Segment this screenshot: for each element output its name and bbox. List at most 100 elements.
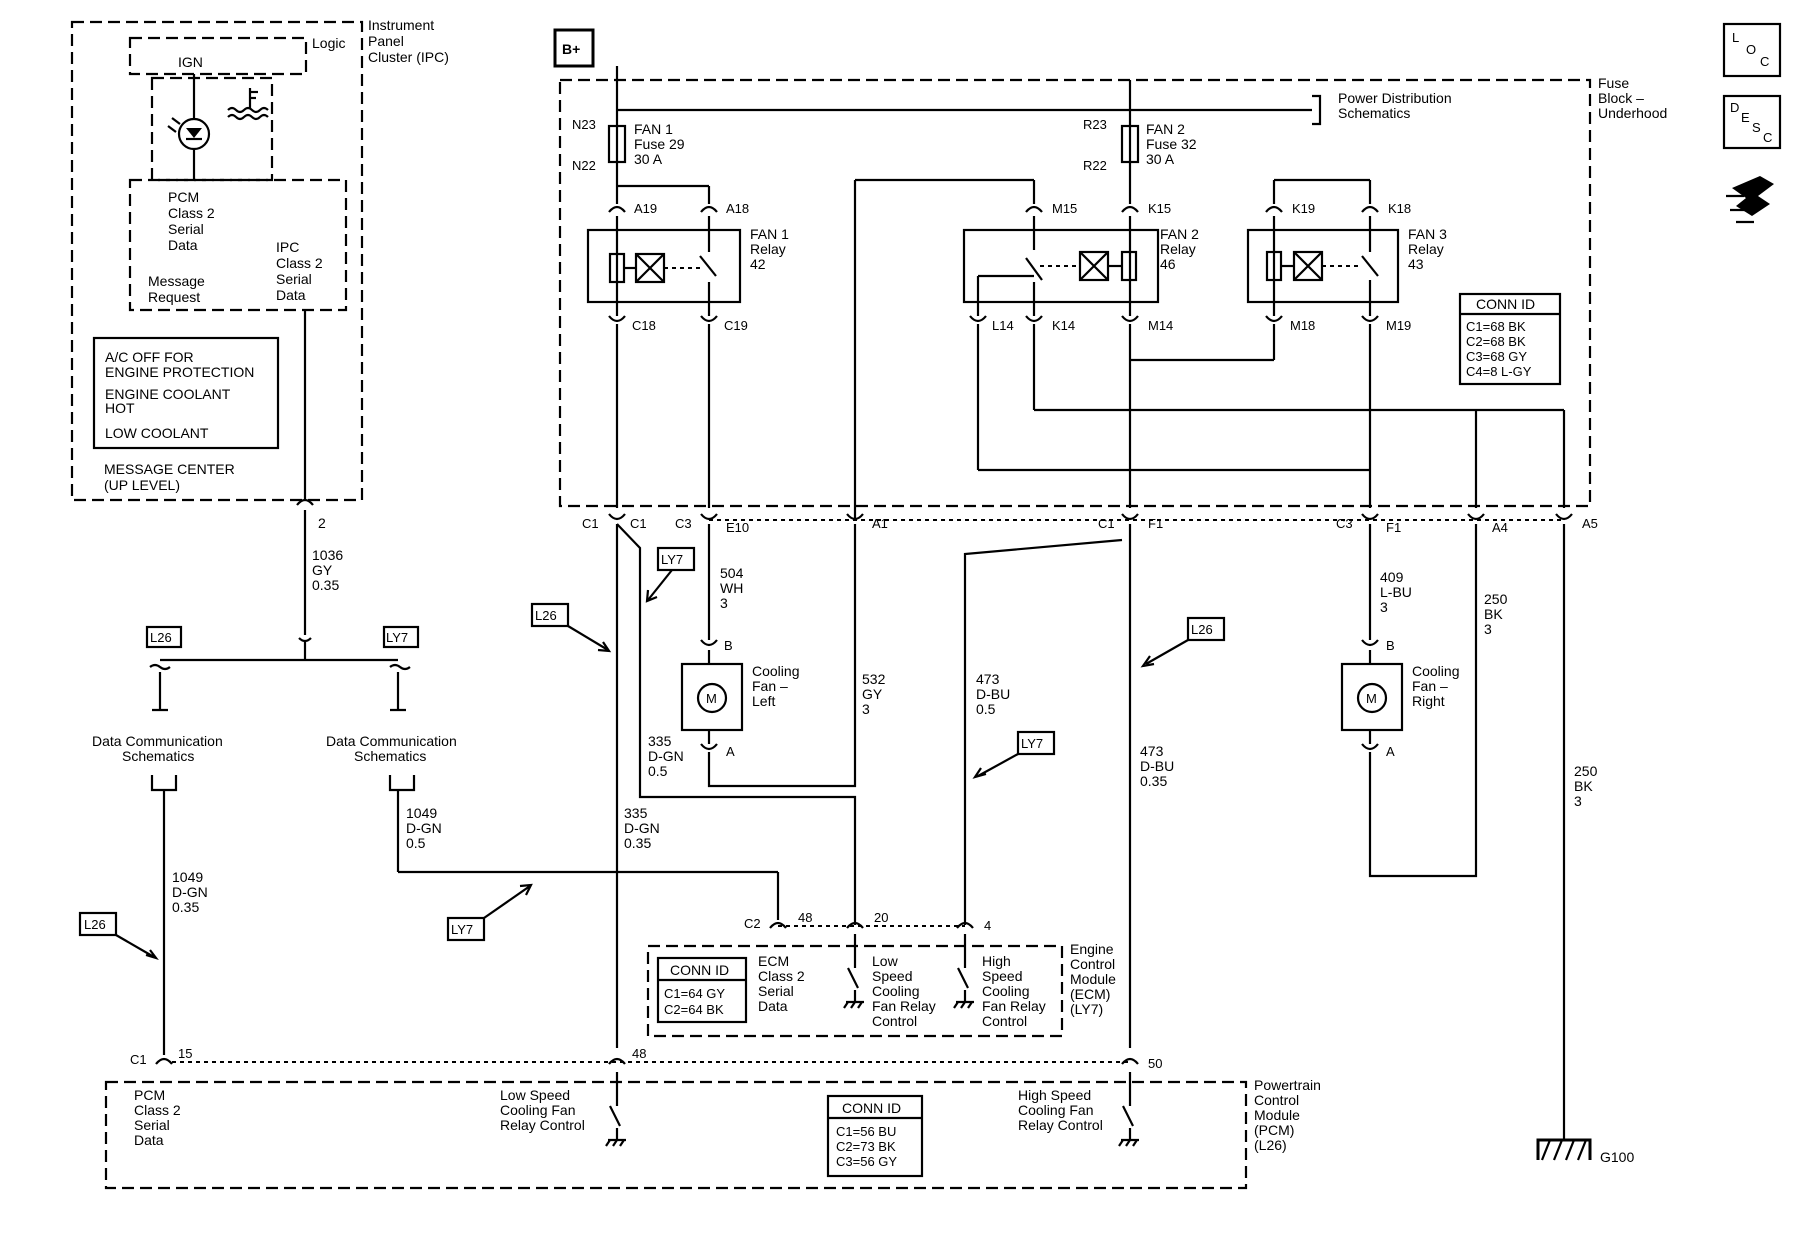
power-dist-1: Power Distribution [1338, 90, 1452, 106]
left-fan-label-3: Left [752, 693, 775, 709]
ipc-serial-4: Data [276, 287, 306, 303]
loc-c: C [1760, 54, 1769, 69]
fuse-block-connectors: C1 C1 C3 E10 A1 C1 F1 C3 F1 A4 A5 [582, 513, 1598, 535]
fuse2-rating: 30 A [1146, 151, 1175, 167]
wire-335a-num: 335 [648, 733, 672, 749]
fuse2-top: R23 [1083, 117, 1107, 132]
wire-1049b-size: 0.35 [172, 899, 199, 915]
pin-ipc-2: 2 [318, 515, 326, 531]
pcm-serial-4: Data [134, 1132, 164, 1148]
data-comm-left-2: Schematics [122, 748, 194, 764]
pcm-label-5: (L26) [1254, 1137, 1287, 1153]
wire-473b-num: 473 [1140, 743, 1164, 759]
desc-d: D [1730, 100, 1739, 115]
fan1-relay-name: FAN 1 [750, 226, 789, 242]
pin-K18: K18 [1388, 201, 1411, 216]
fan2-relay-name: FAN 2 [1160, 226, 1199, 242]
pin-C1-b: C1 [630, 516, 647, 531]
ecm-conn-id [656, 956, 748, 1024]
ecm-label-5: (LY7) [1070, 1001, 1103, 1017]
desc-button[interactable]: D E S C [1722, 94, 1782, 150]
ecm-high-5: Control [982, 1013, 1027, 1029]
pin-pcm-50: 50 [1148, 1056, 1162, 1071]
fan2-relay: FAN 2 Relay 46 [962, 216, 1199, 316]
wire-504-color: WH [720, 580, 743, 596]
wire-250b-num: 250 [1574, 763, 1598, 779]
message-request-1: Message [148, 273, 205, 289]
wire-1036-num: 1036 [312, 547, 343, 563]
motor-icon-left [696, 682, 728, 714]
pin-A4: A4 [1492, 520, 1508, 535]
ipc-serial-2: Class 2 [276, 255, 323, 271]
message-display [92, 336, 280, 450]
loc-button[interactable]: L O C [1722, 22, 1782, 78]
pcm-serial-1: PCM [134, 1087, 165, 1103]
data-comm-left-1: Data Communication [92, 733, 223, 749]
option-ly7-d: LY7 [1021, 736, 1043, 751]
right-fan-symbol: M [1366, 691, 1377, 706]
fan2-relay-label: Relay [1160, 241, 1196, 257]
pcm-connid-title: CONN ID [842, 1100, 901, 1116]
data-comm-right-2: Schematics [354, 748, 426, 764]
ipc-module: Instrument Panel Cluster (IPC) Logic IGN… [70, 17, 449, 660]
pin-F1-b: F1 [1386, 520, 1401, 535]
fuse2-name: FAN 2 [1146, 121, 1185, 137]
fuse1-id: Fuse 29 [634, 136, 685, 152]
logic-label: Logic [312, 35, 345, 51]
wire-250b-color: BK [1574, 778, 1593, 794]
option-ly7-b: LY7 [451, 922, 473, 937]
ecm-serial-1: ECM [758, 953, 789, 969]
pin-K19: K19 [1292, 201, 1315, 216]
desc-c: C [1763, 130, 1772, 145]
ecm-connid-title: CONN ID [670, 962, 729, 978]
fuse2-bottom: R22 [1083, 158, 1107, 173]
fuse1-rating: 30 A [634, 151, 663, 167]
fuse-block-label-3: Underhood [1598, 105, 1667, 121]
pcm-low-3: Relay Control [500, 1117, 585, 1133]
pcm-serial-3: Serial [134, 1117, 170, 1133]
pcm-low-2: Cooling Fan [500, 1102, 576, 1118]
ipc-serial-3: Serial [276, 271, 312, 287]
ipc-pcm-serial-3: Serial [168, 221, 204, 237]
ecm-module: C2 48 20 4 Engine Control Module (ECM) (… [646, 872, 1116, 1038]
right-fan-pin-a: A [1386, 744, 1395, 759]
right-fan-label-2: Fan – [1412, 678, 1448, 694]
wire-473a-num: 473 [976, 671, 1000, 687]
pin-E10: E10 [726, 520, 749, 535]
pin-F1-a: F1 [1148, 516, 1163, 531]
fan1-relay: FAN 1 Relay 42 [586, 216, 789, 316]
pin-pcm-15: 15 [178, 1046, 192, 1061]
ecm-label-3: Module [1070, 971, 1116, 987]
ecm-label-1: Engine [1070, 941, 1114, 957]
pin-A5: A5 [1582, 516, 1598, 531]
wire-1036-color: GY [312, 562, 333, 578]
fuse-block-underhood: B+ Fuse Block – Underhood Power Distribu… [553, 28, 1667, 520]
loc-o: O [1746, 42, 1756, 57]
ipc-pcm-serial-1: PCM [168, 189, 199, 205]
message-center-1: MESSAGE CENTER [104, 461, 235, 477]
wire-250a-num: 250 [1484, 591, 1508, 607]
wire-504-num: 504 [720, 565, 744, 581]
left-fan-pin-b: B [724, 638, 733, 653]
data-comm-split: L26 LY7 Data Communication Schematics Da… [78, 625, 778, 1055]
pin-C3-b: C3 [1336, 516, 1353, 531]
pcm-connid-1: C1=56 BU [836, 1124, 896, 1139]
message-request-2: Request [148, 289, 200, 305]
fb-connid-4: C4=8 L-GY [1466, 364, 1532, 379]
connector-end-view-icon[interactable] [1726, 176, 1774, 224]
ecm-high-3: Cooling [982, 983, 1029, 999]
fb-connid-1: C1=68 BK [1466, 319, 1526, 334]
option-l26-b: L26 [84, 917, 106, 932]
desc-s: S [1752, 120, 1761, 135]
ecm-connid-1: C1=64 GY [664, 986, 725, 1001]
wire-532-size: 3 [862, 701, 870, 717]
fb-connid-2: C2=68 BK [1466, 334, 1526, 349]
fan3-relay-name: FAN 3 [1408, 226, 1447, 242]
ecm-high-2: Speed [982, 968, 1022, 984]
wire-409-color: L-BU [1380, 584, 1412, 600]
pin-ecm-20: 20 [874, 910, 888, 925]
fuse1-bottom: N22 [572, 158, 596, 173]
power-dist-2: Schematics [1338, 105, 1410, 121]
wire-504-size: 3 [720, 595, 728, 611]
